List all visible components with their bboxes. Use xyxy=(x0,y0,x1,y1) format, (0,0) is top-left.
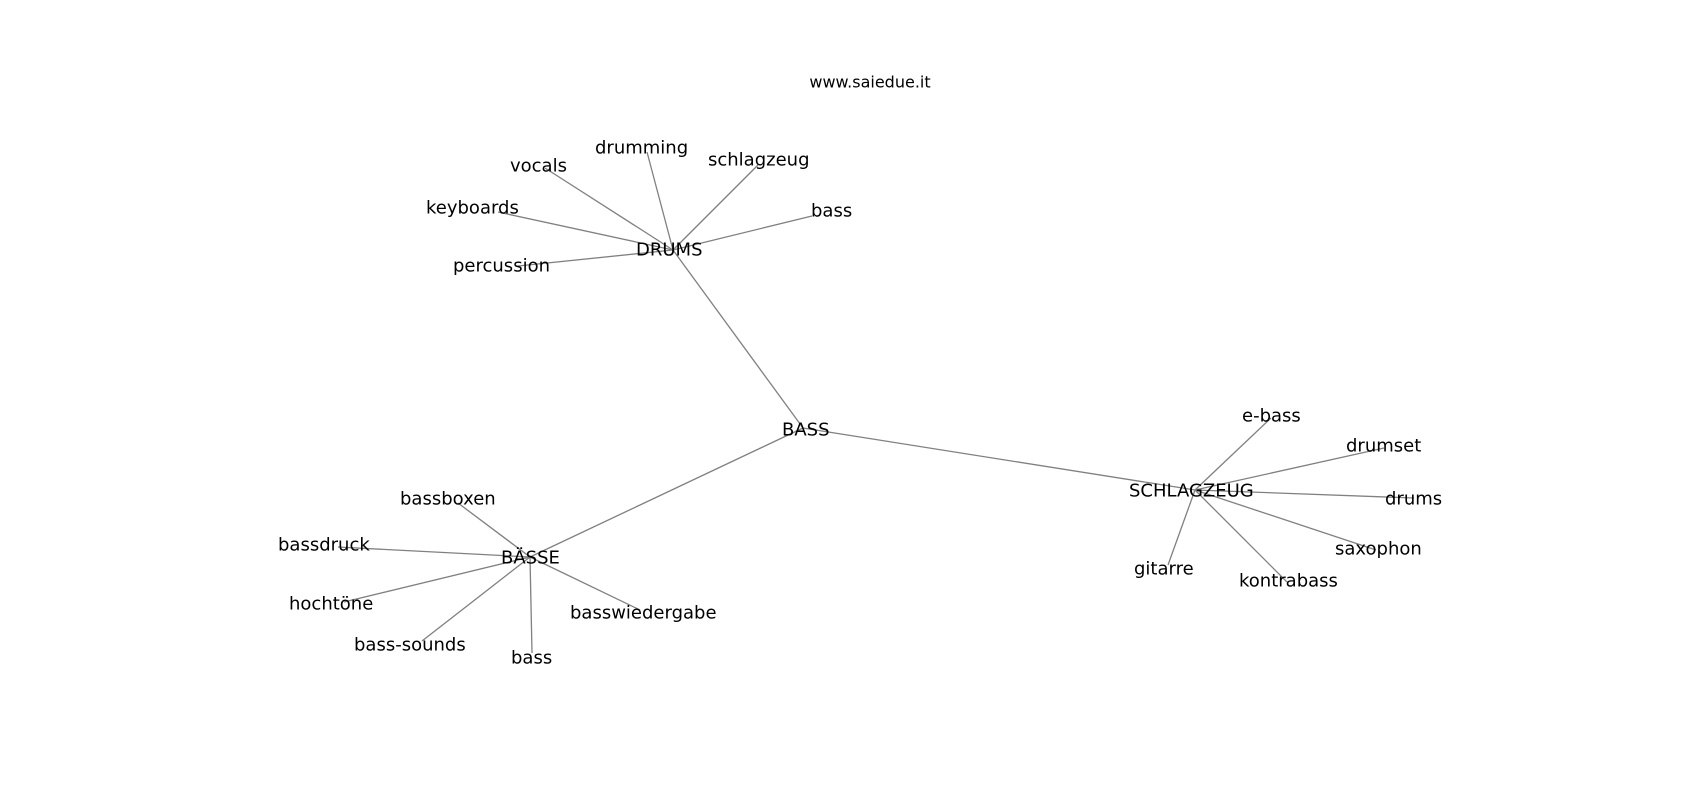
node-leaf-percussion: percussion xyxy=(453,256,550,277)
edge-drums-bass xyxy=(672,215,813,251)
node-leaf-schlagzeug: schlagzeug xyxy=(708,150,810,171)
watermark-text: www.saiedue.it xyxy=(809,73,930,92)
node-leaf-bass-basse: bass xyxy=(511,648,552,669)
edge-basse-hochtone xyxy=(343,556,531,603)
edge-drums-schlagzeug xyxy=(672,164,759,251)
edge-schlagzeug-saxophon xyxy=(1194,489,1377,551)
node-leaf-bassboxen: bassboxen xyxy=(400,489,496,510)
node-leaf-vocals: vocals xyxy=(510,156,567,177)
node-leaf-basswiedergabe: basswiedergabe xyxy=(570,603,717,624)
node-hub-schlagzeug: SCHLAGZEUG xyxy=(1129,481,1254,502)
node-leaf-bass-drums: bass xyxy=(811,201,852,222)
node-leaf-e-bass: e-bass xyxy=(1242,406,1301,427)
edge-basse-basswiedergabe xyxy=(529,556,641,611)
edge-schlagzeug-e-bass xyxy=(1194,417,1272,491)
node-leaf-keyboards: keyboards xyxy=(426,198,519,219)
node-leaf-kontrabass: kontrabass xyxy=(1239,571,1338,592)
edge-schlagzeug-drumset xyxy=(1194,447,1385,491)
node-leaf-drumming: drumming xyxy=(595,138,688,159)
node-leaf-bassdruck: bassdruck xyxy=(278,535,370,556)
node-center-bass: BASS xyxy=(782,420,830,441)
edge-schlagzeug-kontrabass xyxy=(1194,489,1288,583)
node-hub-basse: BÄSSE xyxy=(501,548,560,569)
labels-layer: BASS DRUMS vocals drumming schlagzeug ke… xyxy=(278,138,1442,669)
edge-drums-percussion xyxy=(517,249,674,267)
node-leaf-saxophon: saxophon xyxy=(1335,539,1422,560)
node-leaf-bass-sounds: bass-sounds xyxy=(354,635,466,656)
edges-layer xyxy=(337,151,1415,654)
edge-drums-drumming xyxy=(646,151,674,251)
edge-schlagzeug-drums xyxy=(1194,489,1415,499)
edge-basse-bassdruck xyxy=(337,546,531,558)
node-leaf-hochtone: hochtöne xyxy=(289,594,373,615)
edge-schlagzeug-gitarre xyxy=(1167,489,1196,566)
edge-basse-bass-sounds xyxy=(421,556,531,642)
edge-drums-vocals xyxy=(544,167,674,251)
edge-basse-bassboxen xyxy=(457,502,531,558)
edge-bass-drums xyxy=(672,249,804,429)
node-leaf-drumset: drumset xyxy=(1346,436,1421,457)
edge-bass-schlagzeug xyxy=(802,427,1196,491)
edge-basse-bass xyxy=(529,556,533,654)
node-hub-drums: DRUMS xyxy=(636,240,703,261)
node-leaf-gitarre: gitarre xyxy=(1134,559,1194,580)
node-leaf-drums: drums xyxy=(1385,489,1442,510)
edge-bass-basse xyxy=(529,427,804,558)
edge-drums-keyboards xyxy=(497,211,674,251)
